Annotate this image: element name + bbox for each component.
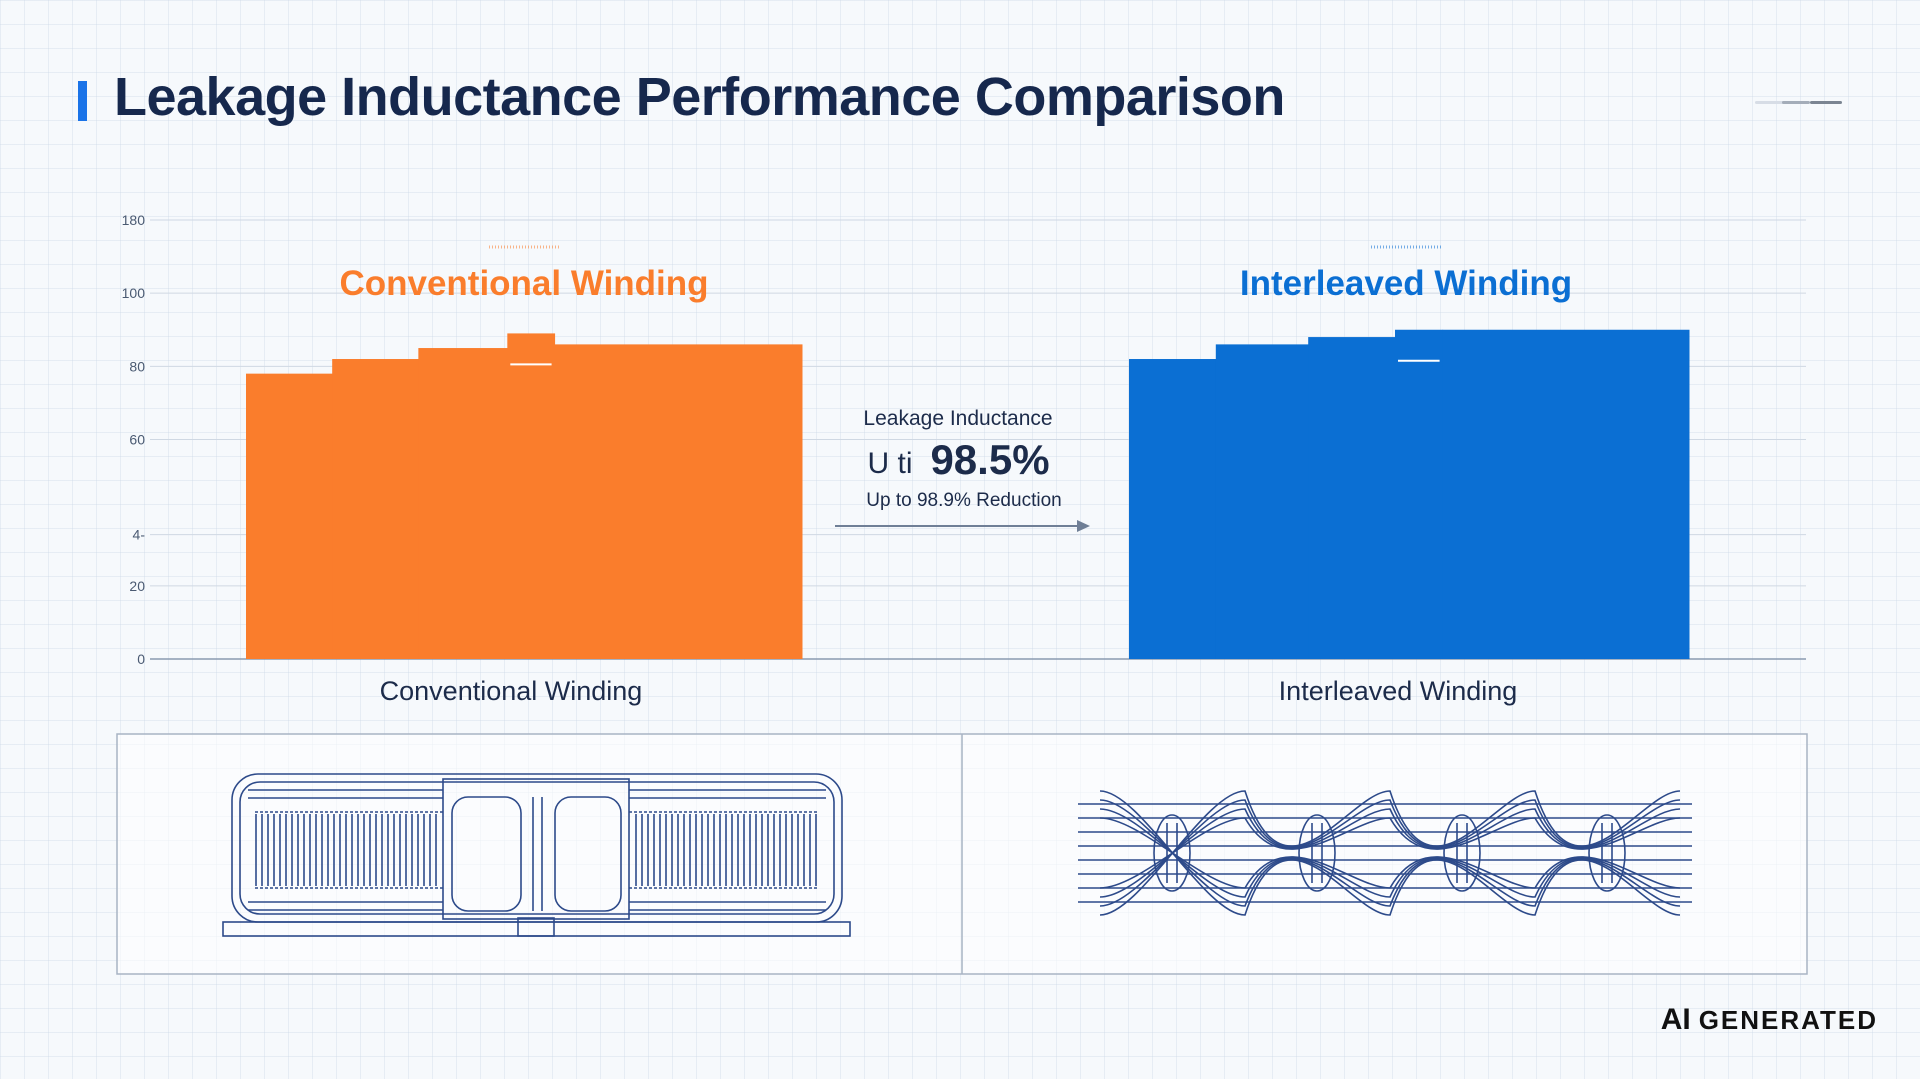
arrow-head-icon (1077, 520, 1090, 532)
annotation-value: 98.5% (930, 436, 1049, 483)
bar-segment (1129, 359, 1217, 659)
bars-layer (246, 329, 1690, 659)
annotation-prefix: U ti (868, 447, 913, 480)
y-tick-label: 20 (129, 578, 145, 594)
category-label: Interleaved Winding (1279, 676, 1518, 706)
title-accent-bar (78, 81, 87, 121)
y-tick-labels: 0 20 4- 60 80 100 180 (122, 212, 146, 667)
bar-segment (507, 333, 556, 659)
annotation-callout: Leakage Inductance U ti 98.5% Up to 98.9… (835, 407, 1090, 532)
annotation-sub: Up to 98.9% Reduction (866, 490, 1061, 511)
bar-segment (1442, 329, 1690, 659)
y-tick-label: 4- (133, 527, 146, 543)
interleaved-winding-illustration (1078, 790, 1692, 916)
conventional-winding-illustration (222, 773, 851, 937)
y-tick-label: 60 (129, 432, 145, 448)
ai-badge-mark: AI (1660, 1003, 1691, 1036)
category-label: Conventional Winding (380, 676, 643, 706)
category-labels: Conventional Winding Interleaved Winding (380, 676, 1518, 706)
bar-segment (1395, 329, 1444, 659)
page-title: Leakage Inductance Performance Compariso… (114, 67, 1285, 127)
ai-badge-text: GENERATED (1698, 1005, 1878, 1035)
y-tick-label: 180 (122, 212, 146, 228)
annotation-label: Leakage Inductance (863, 407, 1052, 430)
bar-segment (418, 348, 508, 659)
series-label: Interleaved Winding (1240, 264, 1572, 303)
bar-conventional (246, 333, 803, 659)
winding-diagram-panel (116, 733, 1808, 975)
decorative-dash (1755, 101, 1785, 104)
series-labels: Conventional Winding Interleaved Winding (339, 245, 1572, 303)
y-tick-label: 80 (129, 358, 145, 374)
bar-segment (246, 373, 333, 659)
y-tick-label: 0 (137, 651, 145, 667)
bar-interleaved (1129, 329, 1690, 659)
bar-segment (554, 344, 803, 659)
bar-segment (1215, 344, 1309, 659)
y-tick-label: 100 (122, 285, 146, 301)
bar-segment (332, 359, 419, 659)
decorative-dash (1810, 101, 1842, 104)
decorative-dash (1782, 101, 1810, 104)
bar-segment (1308, 337, 1396, 659)
series-label: Conventional Winding (339, 264, 708, 303)
